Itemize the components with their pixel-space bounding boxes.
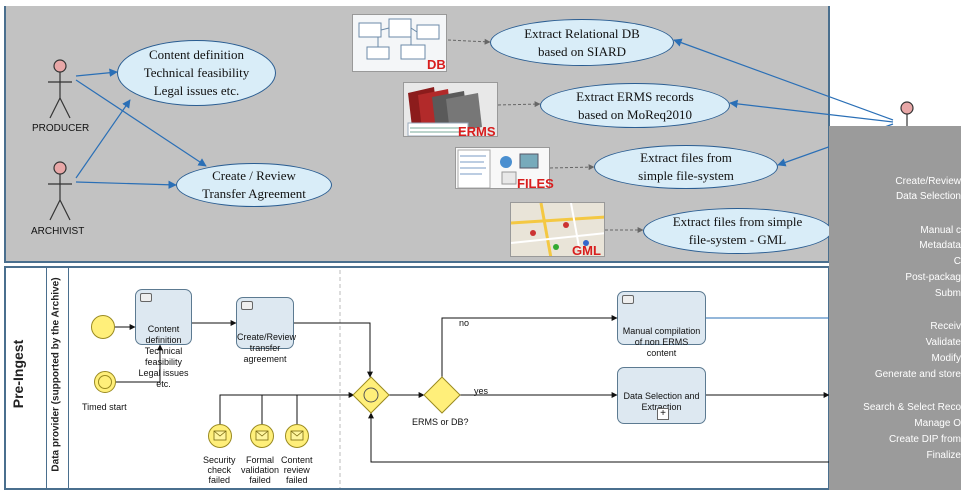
usecase-extract-files: Extract files from simple file-system — [594, 145, 778, 189]
task-data-selection: Data Selection and Extraction + — [617, 367, 706, 424]
archivist-actor-icon — [48, 161, 72, 221]
task-transfer-agreement: Create/Review transfer agreement — [236, 297, 296, 364]
panel-item: Validate — [925, 337, 961, 348]
panel-item: Metadata — [919, 240, 961, 251]
panel-item: Search & Select Reco — [863, 402, 961, 413]
top-strip — [0, 0, 961, 6]
db-tag: DB — [427, 57, 446, 72]
pool-header: Pre-Ingest — [4, 266, 47, 490]
usecase-transfer-agreement: Create / Review Transfer Agreement — [176, 163, 332, 207]
usecase-content-definition: Content definition Technical feasibility… — [117, 40, 276, 106]
gml-tag: GML — [572, 243, 601, 258]
erms-tag: ERMS — [458, 124, 496, 139]
flow-yes-label: yes — [474, 386, 489, 396]
panel-item: Create DIP from — [888, 434, 961, 445]
panel-item: Generate and store — [874, 369, 961, 380]
task-label: Create/Review transfer agreement — [237, 332, 297, 364]
panel-item: Data Selection — [895, 191, 961, 202]
timer-start-label: Timed start — [82, 402, 127, 412]
user-task-icon — [140, 293, 152, 302]
extractor-actor-icon — [900, 101, 914, 126]
file-browser-icon — [457, 149, 539, 188]
panel-item: Post-packag — [905, 272, 961, 283]
start-event-circle — [91, 315, 115, 339]
panel-item: Create/Review — [895, 176, 961, 187]
task-manual-compilation: Manual compilation of non ERMS content — [617, 291, 706, 358]
db-thumbnail — [352, 14, 447, 72]
flow-no-label: no — [459, 318, 470, 328]
producer-actor-icon — [48, 59, 72, 119]
usecase-extract-gml: Extract files from simple file-system - … — [643, 208, 832, 254]
subprocess-plus-icon: + — [657, 408, 669, 420]
gml-thumbnail — [510, 202, 605, 257]
event-formal-label: Formal validation failed — [241, 455, 280, 485]
task-label: Data Selection and Extraction — [623, 391, 700, 412]
usecase-extract-erms: Extract ERMS records based on MoReq2010 — [540, 83, 730, 128]
event-content-label: Content review failed — [281, 455, 313, 485]
files-thumbnail — [455, 147, 550, 189]
right-overlay-panel: Create/Review Data Selection Manual c Me… — [829, 126, 961, 490]
actor-archivist-label: ARCHIVIST — [31, 226, 85, 237]
decision-gateway-icon — [423, 376, 461, 414]
merge-gateway-icon — [352, 376, 390, 414]
task-label: Content definition Technical feasibility… — [138, 324, 189, 389]
panel-item: Manage O — [914, 418, 961, 429]
db-schema-icon — [358, 18, 440, 60]
task-content-definition: Content definition Technical feasibility… — [135, 289, 192, 389]
panel-item: C — [953, 256, 961, 267]
panel-item: Manual c — [920, 225, 961, 236]
panel-item: Finalize — [926, 450, 961, 461]
files-tag: FILES — [517, 176, 554, 191]
panel-item: Subm — [934, 288, 961, 299]
panel-item: Modify — [931, 353, 961, 364]
map-icon — [511, 203, 604, 256]
usecase-extract-db: Extract Relational DB based on SIARD — [490, 19, 674, 66]
timer-start-icon — [94, 371, 116, 393]
gateway-label: ERMS or DB? — [412, 417, 469, 427]
erms-thumbnail — [403, 82, 498, 137]
event-security-label: Security check failed — [203, 455, 236, 485]
user-task-icon — [622, 295, 634, 304]
panel-item: Receiv — [930, 321, 961, 332]
lane-header: Data provider (supported by the Archive) — [46, 266, 69, 490]
user-task-icon — [241, 301, 253, 310]
task-label: Manual compilation of non ERMS content — [622, 326, 701, 358]
folders-icon — [407, 87, 482, 136]
message-event-icon — [285, 424, 309, 448]
actor-producer-label: PRODUCER — [32, 123, 90, 134]
